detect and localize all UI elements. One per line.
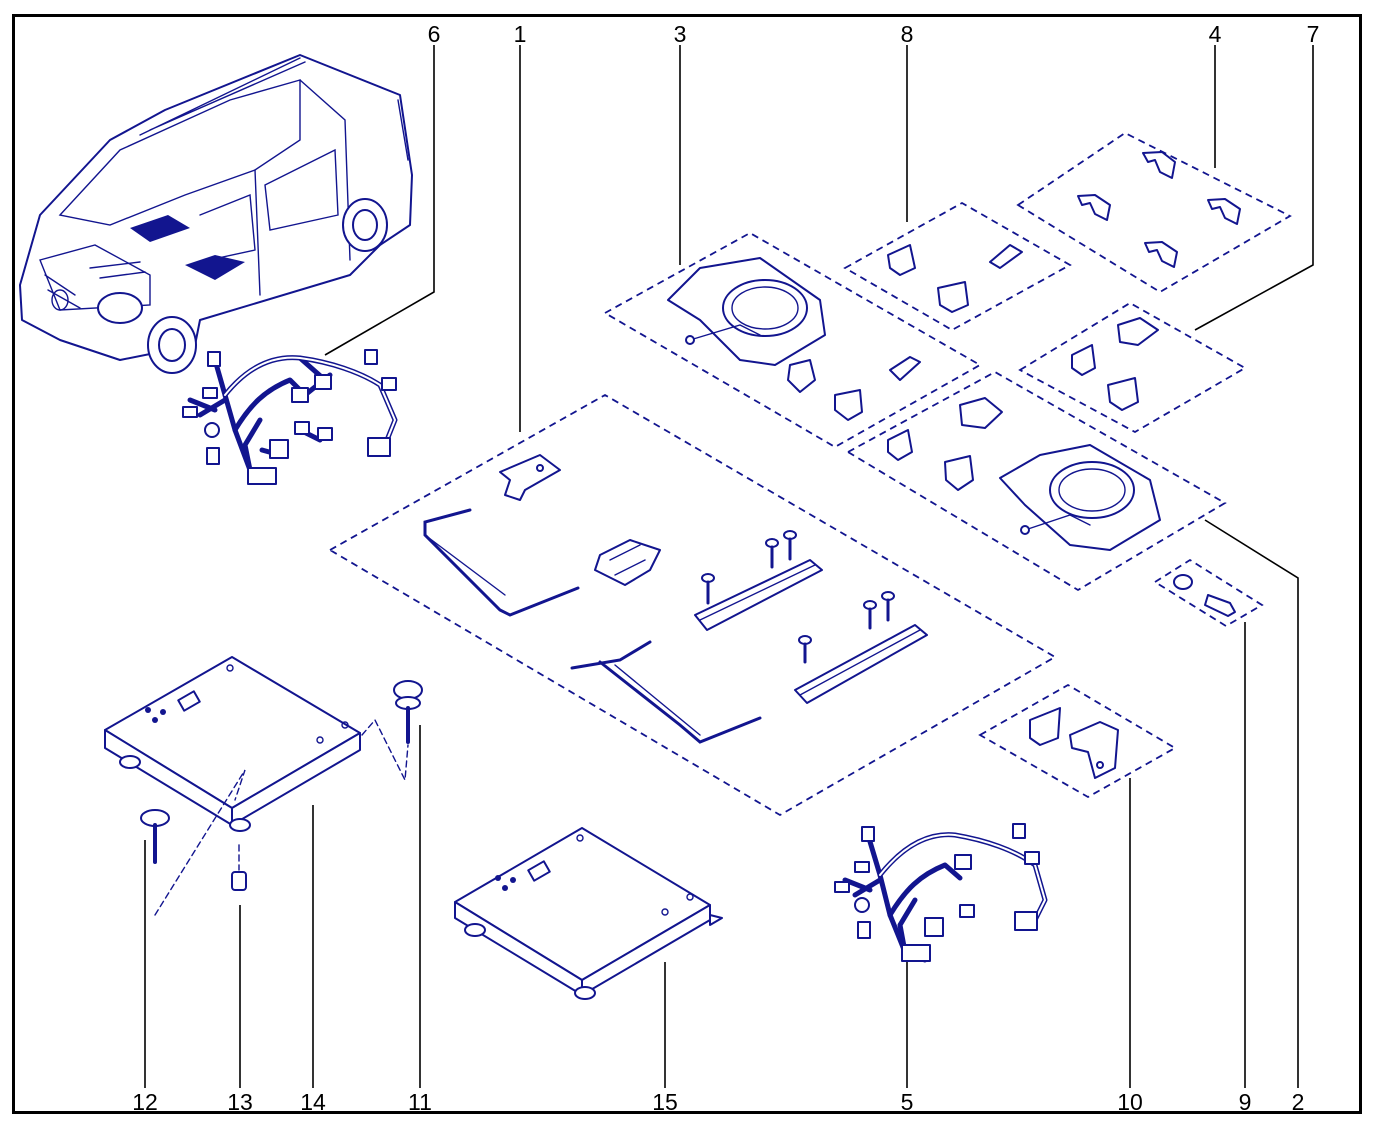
callout-15: 15 [652, 1089, 678, 1115]
callout-13: 13 [227, 1089, 253, 1115]
screw-kit-9 [1153, 558, 1264, 628]
callout-11: 11 [408, 1089, 432, 1115]
diagram-frame [12, 14, 1362, 1114]
clip-kit-4 [1016, 131, 1292, 294]
bracket-kit-7 [1018, 301, 1247, 434]
base-plate-14 [104, 656, 423, 916]
swivel-base-kit-3 [603, 231, 982, 449]
wiring-harness-5 [834, 823, 1048, 963]
swivel-base-kit-2 [846, 370, 1227, 592]
callout-4: 4 [1209, 21, 1222, 47]
callout-8: 8 [901, 21, 914, 47]
callout-12: 12 [132, 1089, 158, 1115]
callout-9: 9 [1239, 1089, 1252, 1115]
base-plate-15 [454, 827, 723, 1000]
callout-1: 1 [514, 21, 527, 47]
callout-14: 14 [300, 1089, 326, 1115]
callout-numbers: 6 1 3 8 4 7 12 13 14 11 15 5 10 9 2 [132, 21, 1319, 1115]
bracket-kit-10 [978, 683, 1177, 799]
callout-3: 3 [674, 21, 687, 47]
seat-fitting-kit-1 [328, 393, 1057, 817]
callout-6: 6 [428, 21, 441, 47]
callout-5: 5 [901, 1089, 914, 1115]
wiring-harness-6 [182, 349, 398, 485]
leader-lines [144, 45, 1314, 1088]
callout-2: 2 [1292, 1089, 1305, 1115]
van-illustration [19, 54, 413, 374]
bracket-kit-8 [843, 201, 1072, 332]
callout-7: 7 [1307, 21, 1320, 47]
callout-10: 10 [1117, 1089, 1143, 1115]
